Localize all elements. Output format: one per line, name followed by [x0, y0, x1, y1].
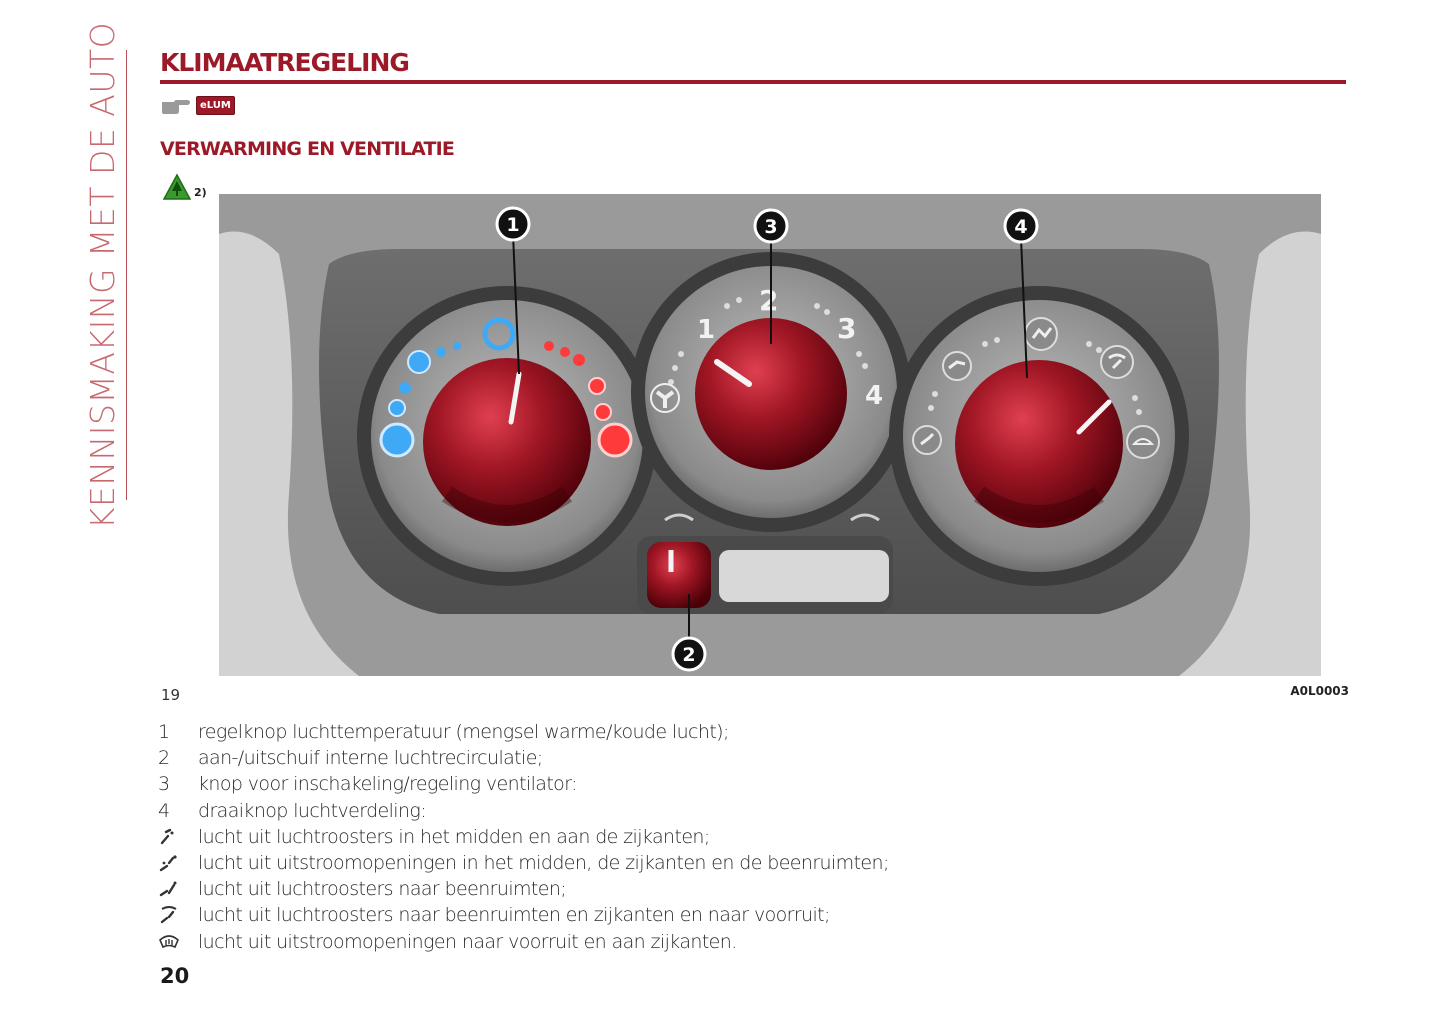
legend-key: 4 — [158, 799, 170, 822]
version-indicator: eLUM — [160, 96, 235, 115]
recirculation-slider[interactable] — [647, 542, 711, 608]
fan-knob[interactable] — [695, 318, 847, 470]
legend-key: 3 — [158, 773, 170, 796]
figure-page-number: 19 — [161, 686, 181, 704]
legend-item: 1 regelknop luchttemperatuur (mengsel wa… — [158, 719, 889, 745]
fan-speed-4: 4 — [865, 381, 883, 411]
legend-text: lucht uit uitstroomopeningen naar voorru… — [198, 930, 737, 953]
legend-key: 1 — [158, 721, 170, 744]
legend-item: 2 aan-/uitschuif interne luchtrecirculat… — [158, 745, 889, 771]
callout-2: 2 — [671, 636, 707, 672]
legend-item: lucht uit uitstroomopeningen in het midd… — [158, 850, 889, 876]
legend-text: lucht uit uitstroomopeningen in het midd… — [198, 852, 889, 875]
vent-face-feet-icon — [942, 351, 972, 381]
svg-text:1: 1 — [506, 214, 519, 236]
climate-control-figure: 1 2 3 4 — [219, 194, 1321, 676]
figure-code: A0L0003 — [1290, 684, 1349, 698]
vent-feet-icon — [912, 425, 942, 455]
vent-feet-icon — [159, 881, 177, 897]
distribution-scale — [912, 317, 1160, 459]
legend-item: 3 knop voor inschakeling/regeling ventil… — [158, 771, 889, 797]
callout-4: 4 — [1003, 208, 1039, 244]
fan-speed-2: 2 — [759, 284, 778, 317]
legend-key: 2 — [158, 747, 170, 770]
side-section-title: KENNISMAKING MET DE AUTO — [80, 21, 127, 529]
legend-text: regelknop luchttemperatuur (mengsel warm… — [198, 721, 729, 744]
legend-item: lucht uit luchtroosters naar beenruimten… — [158, 902, 889, 928]
legend-text: draaiknop luchtverdeling: — [198, 799, 427, 822]
vent-face-icon — [160, 828, 174, 845]
defrost-windshield-icon — [1126, 425, 1160, 459]
defrost-windshield-icon — [159, 934, 179, 948]
callout-1: 1 — [495, 206, 531, 242]
vent-feet-windshield-icon — [160, 906, 177, 924]
vent-face-feet-icon — [159, 855, 177, 872]
title-divider — [160, 80, 1346, 84]
page-title: KLIMAATREGELING — [160, 48, 410, 77]
fan-speed-3: 3 — [837, 312, 856, 345]
legend-item: 4 draaiknop luchtverdeling: — [158, 798, 889, 824]
recirculation-on-icon — [850, 513, 880, 522]
temperature-knob[interactable] — [423, 358, 591, 526]
legend-text: lucht uit luchtroosters in het midden en… — [198, 825, 710, 848]
fan-speed-1: 1 — [697, 315, 715, 345]
side-section-title-text: KENNISMAKING MET DE AUTO — [83, 21, 123, 529]
legend-text: lucht uit luchtroosters naar beenruimten… — [198, 904, 830, 927]
fan-speed-scale: 1 2 3 4 — [650, 284, 883, 413]
legend-item: lucht uit luchtroosters in het midden en… — [158, 824, 889, 850]
legend-list: 1 regelknop luchttemperatuur (mengsel wa… — [158, 719, 889, 955]
vent-feet-windshield-icon — [1100, 345, 1134, 379]
footer-page-number: 20 — [160, 964, 190, 988]
climate-panel-illustration: 1 2 3 4 — [219, 194, 1321, 676]
distribution-knob[interactable] — [955, 360, 1123, 528]
legend-text: lucht uit luchtroosters naar beenruimten… — [198, 878, 567, 901]
fan-icon — [650, 383, 680, 413]
warning-ref-number: 2) — [194, 186, 207, 199]
elum-badge: eLUM — [196, 96, 235, 115]
pointing-hand-icon — [162, 99, 190, 114]
recirculation-off-icon — [664, 513, 694, 522]
recirculation-window — [719, 550, 889, 602]
temperature-scale — [379, 317, 633, 458]
warning-reference: 2) — [162, 173, 207, 201]
svg-text:2: 2 — [682, 644, 695, 666]
legend-text: aan-/uitschuif interne luchtrecirculatie… — [198, 747, 543, 770]
svg-text:4: 4 — [1014, 216, 1027, 238]
svg-text:3: 3 — [764, 216, 777, 238]
legend-item: lucht uit luchtroosters naar beenruimten… — [158, 876, 889, 902]
section-subtitle: VERWARMING EN VENTILATIE — [160, 138, 455, 160]
callout-3: 3 — [753, 208, 789, 244]
warning-tree-icon — [162, 173, 192, 200]
legend-text: knop voor inschakeling/regeling ventilat… — [198, 773, 577, 796]
vent-face-icon — [1024, 317, 1058, 351]
legend-item: lucht uit uitstroomopeningen naar voorru… — [158, 929, 889, 955]
